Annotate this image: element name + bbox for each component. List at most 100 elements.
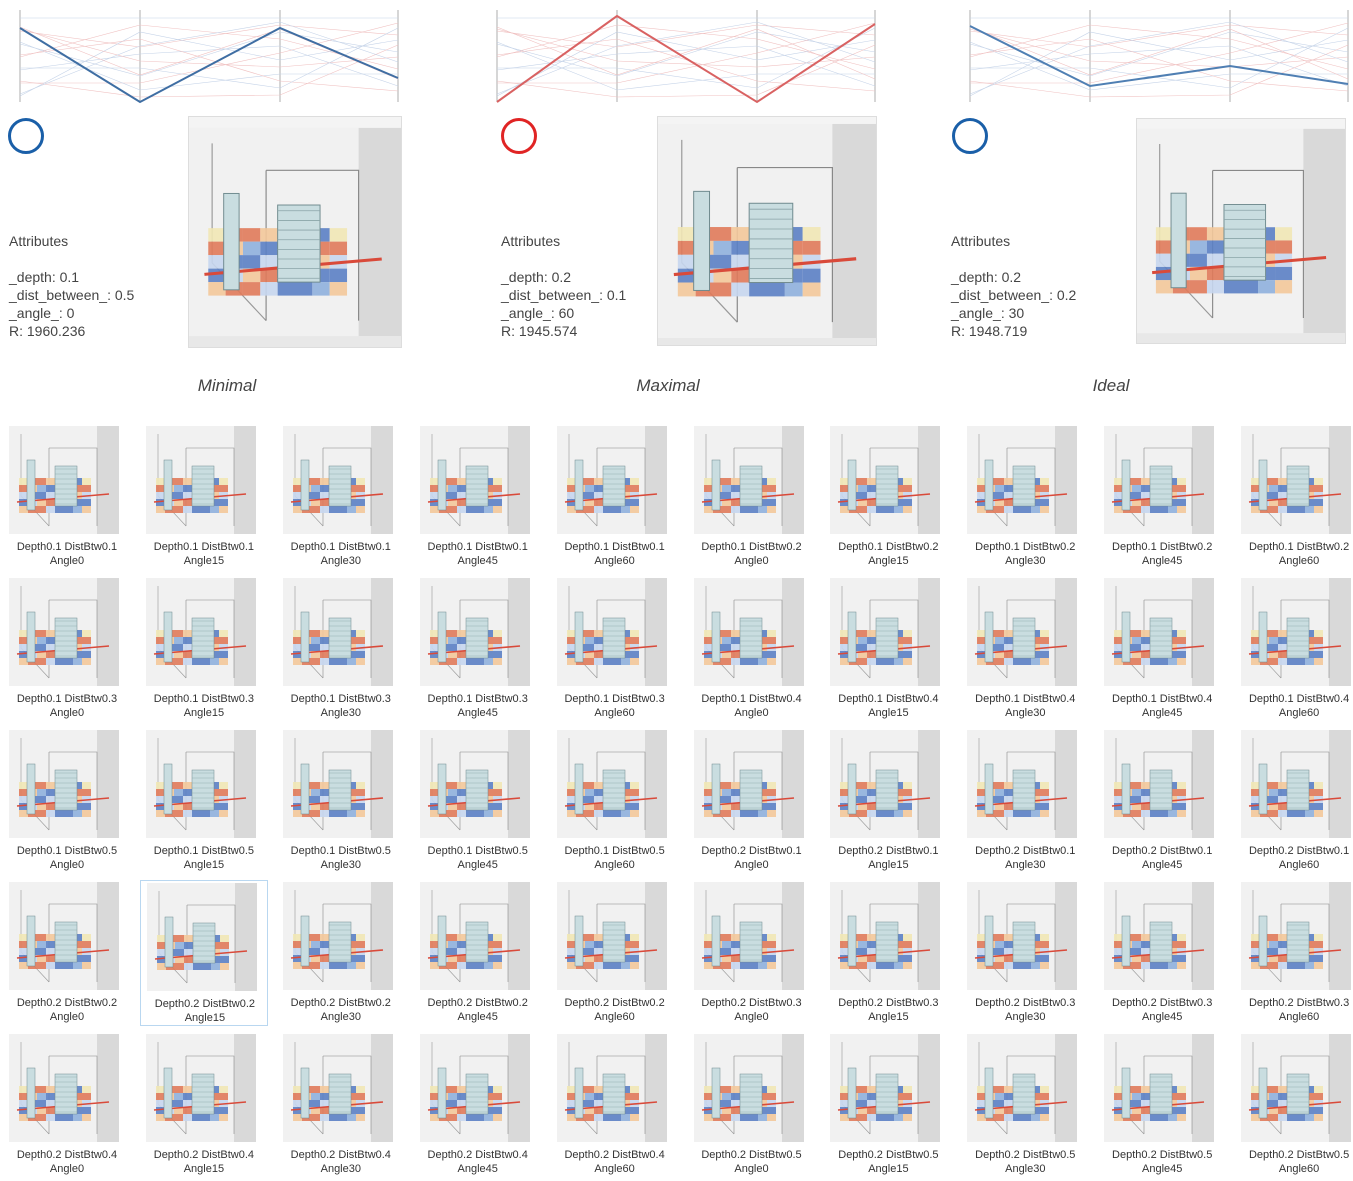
variant-label-line1: Depth0.2 DistBtw0.3 xyxy=(1248,997,1350,1009)
variant-label-line2: Angle60 xyxy=(1278,1011,1320,1023)
variant-label-line2: Angle0 xyxy=(734,1163,769,1175)
variant-label-line1: Depth0.2 DistBtw0.3 xyxy=(838,997,939,1009)
variant-render-image xyxy=(9,426,119,534)
variant-render-image xyxy=(282,426,393,534)
variant-label-line2: Angle45 xyxy=(1142,859,1183,871)
variant-label-line2: Angle30 xyxy=(1005,555,1046,567)
variant-label-line2: Angle45 xyxy=(1142,707,1183,719)
variant-label-line1: Depth0.1 DistBtw0.5 xyxy=(427,845,528,857)
variant-render-image xyxy=(282,1034,393,1142)
attributes-block: Attributes _depth: 0.2 _dist_between_: 0… xyxy=(501,232,626,340)
variant-render-image xyxy=(282,578,393,686)
variant-render-image xyxy=(693,1034,804,1142)
render-image xyxy=(1136,118,1346,344)
variant-label-line2: Angle30 xyxy=(1005,707,1046,719)
variant-label-line1: Depth0.2 DistBtw0.1 xyxy=(838,845,939,857)
variant-label-line2: Angle45 xyxy=(457,707,498,719)
variant-label-line1: Depth0.1 DistBtw0.2 xyxy=(701,541,802,553)
variant-label-line1: Depth0.1 DistBtw0.3 xyxy=(153,693,255,705)
variant-label-line1: Depth0.2 DistBtw0.3 xyxy=(1112,997,1213,1009)
variant-render-image xyxy=(145,426,256,534)
variant-label-line1: Depth0.1 DistBtw0.5 xyxy=(290,845,391,857)
variant-label-line2: Angle60 xyxy=(594,1011,635,1023)
variant-label-line2: Angle60 xyxy=(1278,555,1320,567)
variant-label-line2: Angle15 xyxy=(868,1011,909,1023)
selection-circle-icon[interactable] xyxy=(8,118,44,154)
attributes-block: Attributes _depth: 0.2 _dist_between_: 0… xyxy=(951,232,1076,340)
variant-render-image xyxy=(9,882,119,990)
selection-circle-icon[interactable] xyxy=(952,118,988,154)
attributes-title: Attributes xyxy=(951,233,1011,249)
variant-render-image xyxy=(419,426,530,534)
selection-circle-icon[interactable] xyxy=(501,118,537,154)
variant-render-image xyxy=(693,730,804,838)
variant-label-line1: Depth0.1 DistBtw0.3 xyxy=(564,693,665,705)
variant-label-line2: Angle30 xyxy=(320,1011,361,1023)
variant-label-line2: Angle0 xyxy=(49,1163,85,1175)
